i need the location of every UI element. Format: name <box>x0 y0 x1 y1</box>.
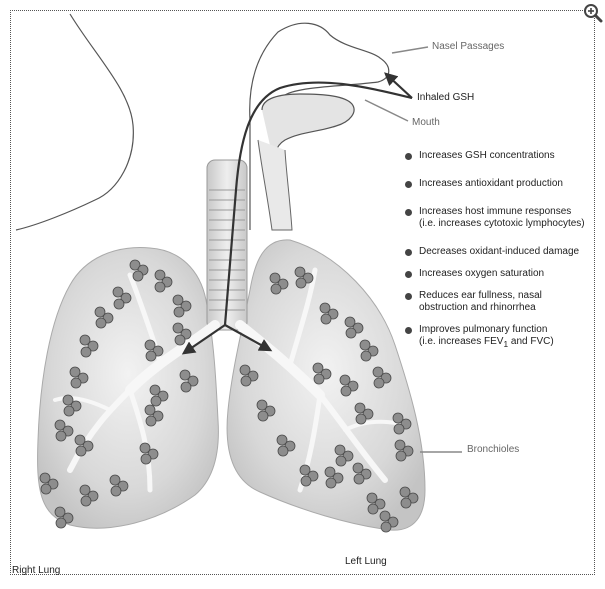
benefit-text: Decreases oxidant-induced damage <box>419 246 580 257</box>
benefit-item: Increases oxygen saturation <box>404 268 604 280</box>
benefit-item: Increases GSH concentrations <box>404 150 604 162</box>
benefit-text: Increases host immune responses <box>419 206 572 217</box>
benefit-item: Improves pulmonary function (i.e. increa… <box>404 324 604 350</box>
oral-cavity <box>261 93 355 173</box>
gsh-benefits-list: Increases GSH concentrations Increases a… <box>404 150 604 350</box>
alveoli-right <box>39 259 199 529</box>
benefit-text: Improves pulmonary function <box>419 324 548 335</box>
nasal-leader <box>391 46 429 54</box>
benefit-subtext-prefix: (i.e. increases FEV <box>419 336 504 347</box>
diagram-frame <box>10 10 595 575</box>
benefit-subtext: (i.e. increases cytotoxic lymphocytes) <box>419 218 585 229</box>
benefit-item: Increases host immune responses (i.e. in… <box>404 206 604 230</box>
benefit-text: Increases antioxidant production <box>419 178 563 189</box>
inhaled-gsh-label: Inhaled GSH <box>417 92 475 103</box>
benefit-text: Increases GSH concentrations <box>419 150 555 161</box>
benefit-item: Increases antioxidant production <box>404 178 604 190</box>
right-lung-label: Right Lung <box>12 565 61 576</box>
mouth-label: Mouth <box>412 117 440 128</box>
nasal-passages-label: Nasel Passages <box>432 41 505 52</box>
gsh-arrow-left-lung <box>224 324 273 352</box>
throat-passage <box>257 139 293 231</box>
bronchioles-label: Bronchioles <box>467 444 520 455</box>
benefit-text: Reduces ear fullness, nasal <box>419 290 542 301</box>
fev-subscript: 1 <box>503 339 509 349</box>
left-lung-label: Left Lung <box>345 556 387 567</box>
left-lung-shape <box>226 239 426 531</box>
gsh-flow-path <box>223 81 413 326</box>
benefit-subtext: obstruction and rhinorrhea <box>419 302 536 313</box>
gsh-arrow-nasal <box>384 72 413 99</box>
mouth-leader <box>364 99 409 122</box>
alveoli-left <box>239 266 419 533</box>
trachea <box>206 159 248 331</box>
benefit-item: Decreases oxidant-induced damage <box>404 246 604 258</box>
benefit-item: Reduces ear fullness, nasal obstruction … <box>404 290 604 314</box>
magnifier-plus-icon[interactable] <box>583 3 603 23</box>
benefit-subtext-suffix: and FVC) <box>508 336 554 347</box>
benefit-text: Increases oxygen saturation <box>419 268 545 279</box>
head-outline <box>15 13 134 231</box>
gsh-arrow-right-lung <box>181 324 226 355</box>
